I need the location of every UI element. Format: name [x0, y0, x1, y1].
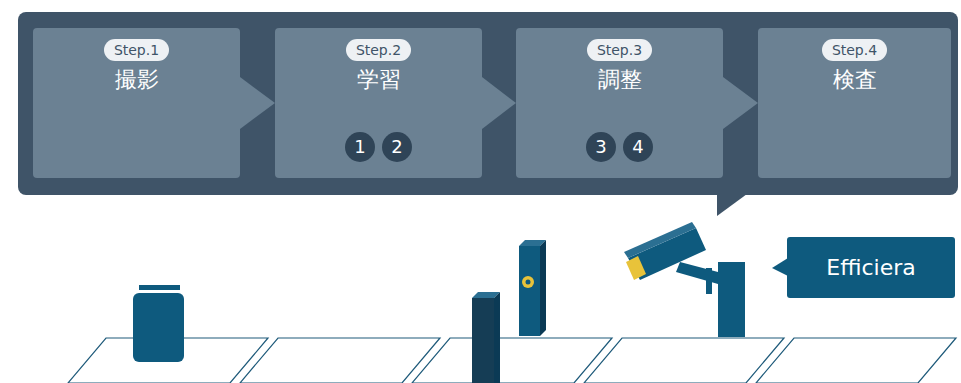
camera	[624, 222, 745, 337]
step-pill: Step.4	[822, 39, 887, 61]
number-text: 3	[595, 136, 606, 157]
callout-number: 2	[382, 132, 412, 162]
flow-chevron	[240, 77, 275, 129]
step-pill: Step.3	[587, 39, 652, 61]
callout-number: 1	[345, 132, 375, 162]
chevron-shape	[482, 77, 516, 129]
chevron-shape	[240, 77, 275, 129]
sensor-posts	[472, 240, 546, 383]
product-tag: Efficiera	[787, 237, 955, 298]
process-box: Step.4 検査	[758, 28, 951, 178]
step-title: 調整	[516, 65, 723, 95]
tag-text: Efficiera	[826, 255, 915, 280]
callout-number: 3	[586, 132, 616, 162]
number-text: 4	[632, 136, 643, 157]
tag-tail	[772, 258, 788, 276]
callout-number: 4	[623, 132, 653, 162]
conveyor-tiles	[68, 338, 956, 383]
process-box: Step.1 撮影	[33, 28, 240, 178]
chevron-shape	[723, 77, 758, 129]
process-box: Step.2 学習 1 2	[275, 28, 482, 178]
jar	[133, 285, 184, 362]
step-pill: Step.1	[104, 39, 169, 61]
panel-tail	[717, 194, 747, 216]
number-text: 1	[354, 136, 365, 157]
step-title: 学習	[275, 65, 482, 95]
flow-chevron	[723, 77, 758, 129]
step-title: 検査	[758, 65, 951, 95]
step-pill: Step.2	[346, 39, 411, 61]
flow-chevron	[482, 77, 516, 129]
number-text: 2	[391, 136, 402, 157]
process-box: Step.3 調整 3 4	[516, 28, 723, 178]
step-title: 撮影	[33, 65, 240, 95]
